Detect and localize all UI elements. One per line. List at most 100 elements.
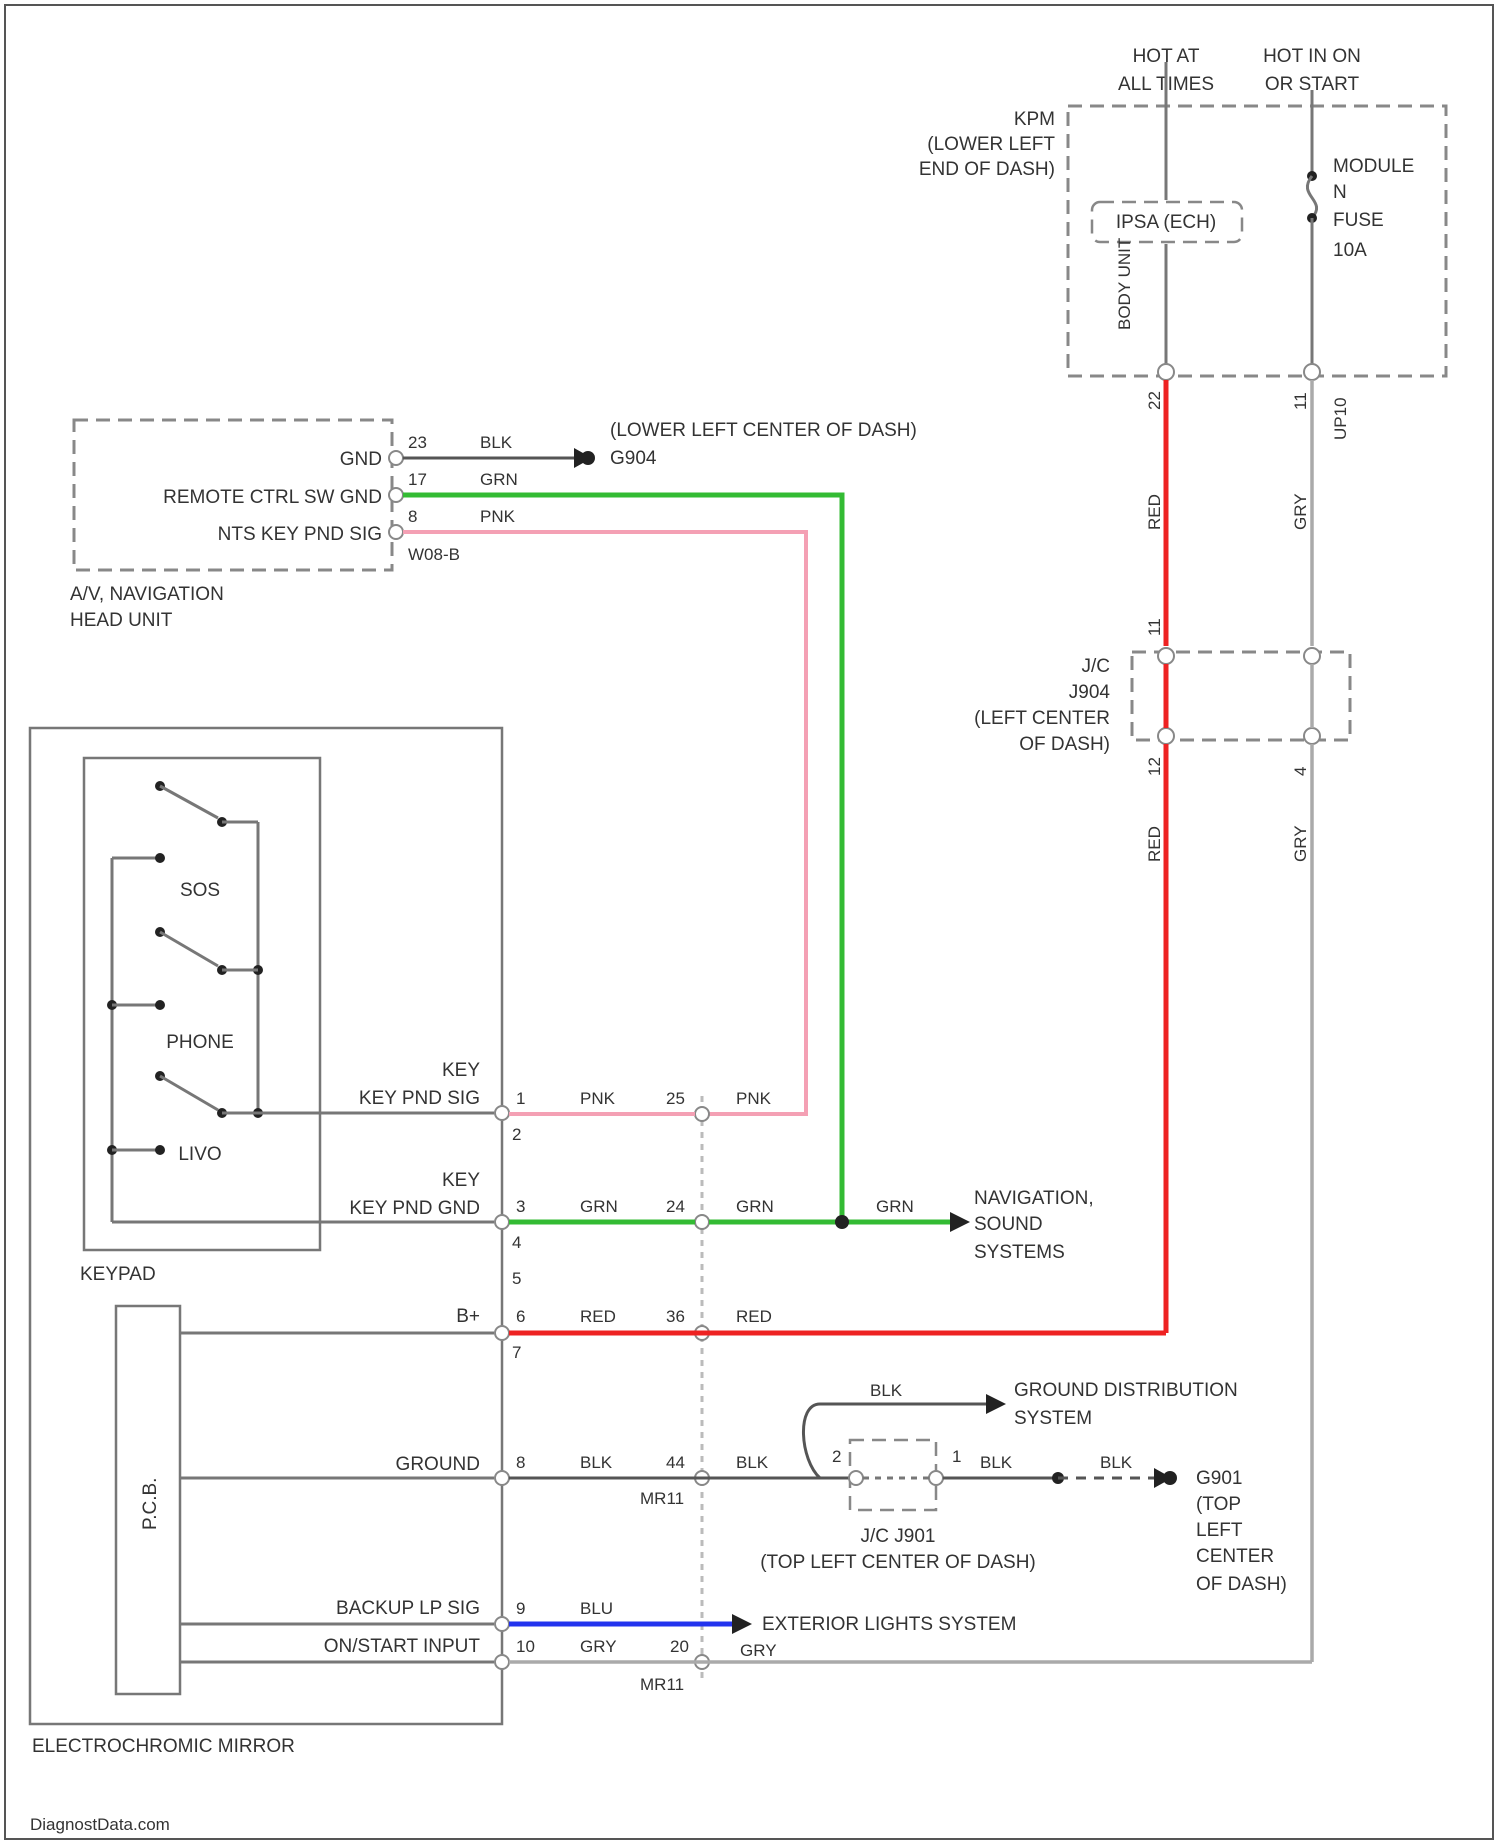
blk-label-2: BLK <box>736 1453 769 1472</box>
j901-label-1: J/C J901 <box>861 1526 936 1547</box>
j904-label-1: J/C <box>1082 656 1111 677</box>
watermark: DiagnostData.com <box>30 1815 170 1834</box>
ground-dist-arrow <box>986 1394 1006 1414</box>
kpm-pin-red-num: 22 <box>1145 391 1164 410</box>
red-label-1: RED <box>580 1307 616 1326</box>
hu-gnd-id: G904 <box>610 448 657 469</box>
head-unit-name-2: HEAD UNIT <box>70 610 173 631</box>
j904-pin-gry-num: 4 <box>1291 767 1310 776</box>
grn-midpin: 24 <box>666 1197 685 1216</box>
nav-sound-2: SOUND <box>974 1214 1043 1235</box>
ground-dist-2: SYSTEM <box>1014 1408 1092 1429</box>
pin-label-onstart: ON/START INPUT <box>324 1636 481 1657</box>
j904-pin-top-red <box>1158 648 1174 664</box>
keypad-btn-phone: PHONE <box>166 1032 234 1053</box>
gry-wire-label-upper: GRY <box>1291 493 1310 530</box>
pin-num-4: 4 <box>512 1233 521 1252</box>
head-unit-name-1: A/V, NAVIGATION <box>70 584 224 605</box>
grn-label-2: GRN <box>736 1197 774 1216</box>
pin-num-10: 10 <box>516 1637 535 1656</box>
ext-lights: EXTERIOR LIGHTS SYSTEM <box>762 1614 1016 1635</box>
mirror-name: ELECTROCHROMIC MIRROR <box>32 1736 295 1757</box>
gry-label-2: GRY <box>740 1641 777 1660</box>
pin-label-ground: GROUND <box>396 1454 480 1475</box>
hu-pin-23 <box>389 451 403 465</box>
blk-label-1: BLK <box>580 1453 613 1472</box>
fuse-label-1: MODULE <box>1333 156 1414 177</box>
hu-pin-17 <box>389 488 403 502</box>
gry-wire-label-lower: GRY <box>1291 825 1310 862</box>
j904-pin-top-num: 11 <box>1145 618 1164 636</box>
pink-wire-nts <box>403 532 806 1114</box>
g901-3: LEFT <box>1196 1520 1243 1541</box>
nav-sound-3: SYSTEMS <box>974 1242 1065 1263</box>
hu-pin-17-num: 17 <box>408 470 427 489</box>
hu-gnd-terminal <box>581 451 595 465</box>
j904-pin-top-gry <box>1304 648 1320 664</box>
grn-splice <box>835 1215 849 1229</box>
blu-label: BLU <box>580 1599 613 1618</box>
pnk-midpin: 25 <box>666 1089 685 1108</box>
red-wire-label-lower: RED <box>1145 826 1164 862</box>
mr11-label-2: MR11 <box>640 1675 684 1694</box>
g901-wire-label: BLK <box>1100 1453 1133 1472</box>
hu-remote-label: REMOTE CTRL SW GND <box>163 487 382 508</box>
pin-label-bplus: B+ <box>456 1306 480 1327</box>
g901-4: CENTER <box>1196 1546 1274 1567</box>
j904-label-4: OF DASH) <box>1019 734 1110 755</box>
hu-wire-grn: GRN <box>480 470 518 489</box>
kpm-pin-gry <box>1304 364 1320 380</box>
g901-5: OF DASH) <box>1196 1574 1287 1595</box>
pin-num-3: 3 <box>516 1197 525 1216</box>
keypad-btn-sos: SOS <box>180 880 220 901</box>
pnk-label-1: PNK <box>580 1089 616 1108</box>
ground-dist-wire-label: BLK <box>870 1381 903 1400</box>
pin-label-key-sig: KEY PND SIG <box>359 1088 480 1109</box>
hu-connector: W08-B <box>408 545 460 564</box>
pin-num-9: 9 <box>516 1599 525 1618</box>
grn-label-nav: GRN <box>876 1197 914 1216</box>
pin-num-5: 5 <box>512 1269 521 1288</box>
pin-num-6: 6 <box>516 1307 525 1326</box>
j904-pin-bottom-num: 12 <box>1145 757 1164 776</box>
pin-num-8: 8 <box>516 1453 525 1472</box>
gry-label-1: GRY <box>580 1637 617 1656</box>
j904-pin-bottom-gry <box>1304 728 1320 744</box>
j904-pin-bottom-red <box>1158 728 1174 744</box>
kpm-label-2: (LOWER LEFT <box>927 134 1055 155</box>
nav-sound-1: NAVIGATION, <box>974 1188 1094 1209</box>
gry-midpin: 20 <box>670 1637 689 1656</box>
hu-pin-8-num: 8 <box>408 507 417 526</box>
hu-pin-8 <box>389 525 403 539</box>
keypad-btn-livo: LIVO <box>178 1144 221 1165</box>
fuse-label-3: FUSE <box>1333 210 1384 231</box>
pin-label-key-sig-1: KEY <box>442 1060 480 1081</box>
red-midpin: 36 <box>666 1307 685 1326</box>
fuse-label-4: 10A <box>1333 240 1367 261</box>
pin-num-7: 7 <box>512 1343 521 1362</box>
red-label-2: RED <box>736 1307 772 1326</box>
body-unit-label: BODY UNIT <box>1115 238 1134 330</box>
pcb-label: P.C.B. <box>140 1478 161 1530</box>
pnk-label-2: PNK <box>736 1089 772 1108</box>
ext-lights-arrow <box>732 1614 752 1634</box>
ipsa-label: IPSA (ECH) <box>1116 212 1216 233</box>
j901-out-label: BLK <box>980 1453 1013 1472</box>
g901-2: (TOP <box>1196 1494 1241 1515</box>
hu-nts-label: NTS KEY PND SIG <box>218 524 382 545</box>
pin-label-key-gnd: KEY PND GND <box>349 1198 480 1219</box>
grn-label-1: GRN <box>580 1197 618 1216</box>
j901-pin-in-num: 2 <box>832 1447 841 1466</box>
j901-pin-out-num: 1 <box>952 1447 961 1466</box>
pin-label-key-gnd-1: KEY <box>442 1170 480 1191</box>
kpm-conn-gry: UP10 <box>1331 397 1350 440</box>
j904-label-3: (LEFT CENTER <box>974 708 1110 729</box>
g901-1: G901 <box>1196 1468 1242 1489</box>
j901-pin-in <box>849 1471 863 1485</box>
fuse-label-2: N <box>1333 182 1347 203</box>
hot-in-on-1: HOT IN ON <box>1263 46 1361 67</box>
j901-label-2: (TOP LEFT CENTER OF DASH) <box>760 1552 1036 1573</box>
fuse-icon <box>1307 176 1316 218</box>
kpm-label-1: KPM <box>1014 109 1055 130</box>
